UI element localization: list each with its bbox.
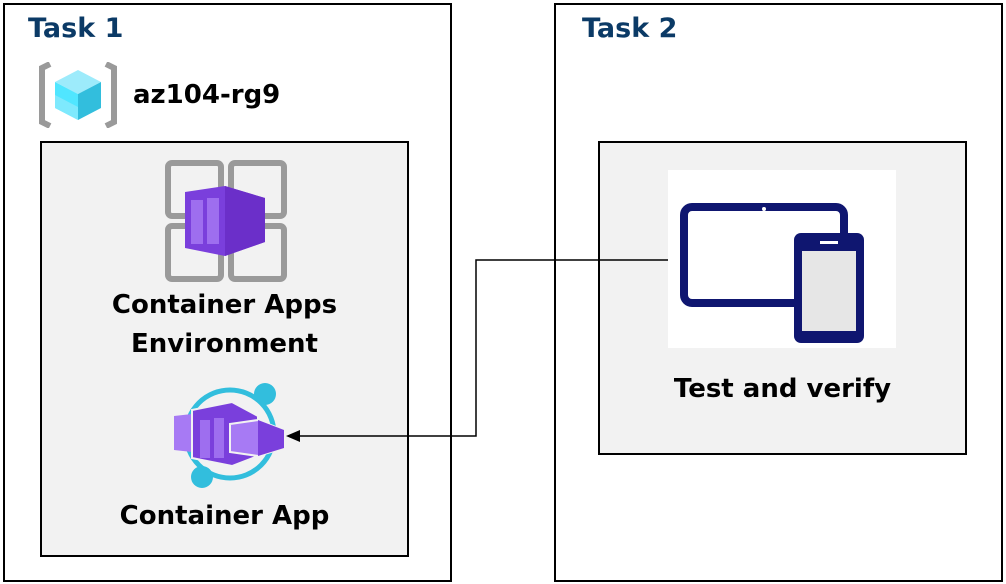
task1-panel: [3, 3, 452, 582]
environment-label-line1: Container Apps: [111, 290, 338, 320]
devices-icon: [680, 203, 864, 343]
resource-group-icon: [39, 62, 117, 128]
environment-label-line2: Environment: [131, 329, 318, 359]
resource-group-name: az104-rg9: [133, 80, 281, 110]
container-app-label: Container App: [119, 501, 330, 531]
container-apps-environment-icon: [165, 160, 287, 282]
task1-title: Task 1: [28, 13, 124, 44]
environment-label: Container Apps Environment: [40, 286, 409, 364]
task2-panel: [554, 3, 1003, 582]
task2-title: Task 2: [582, 13, 678, 44]
container-app-icon: [174, 383, 285, 488]
verify-label: Test and verify: [673, 374, 892, 404]
